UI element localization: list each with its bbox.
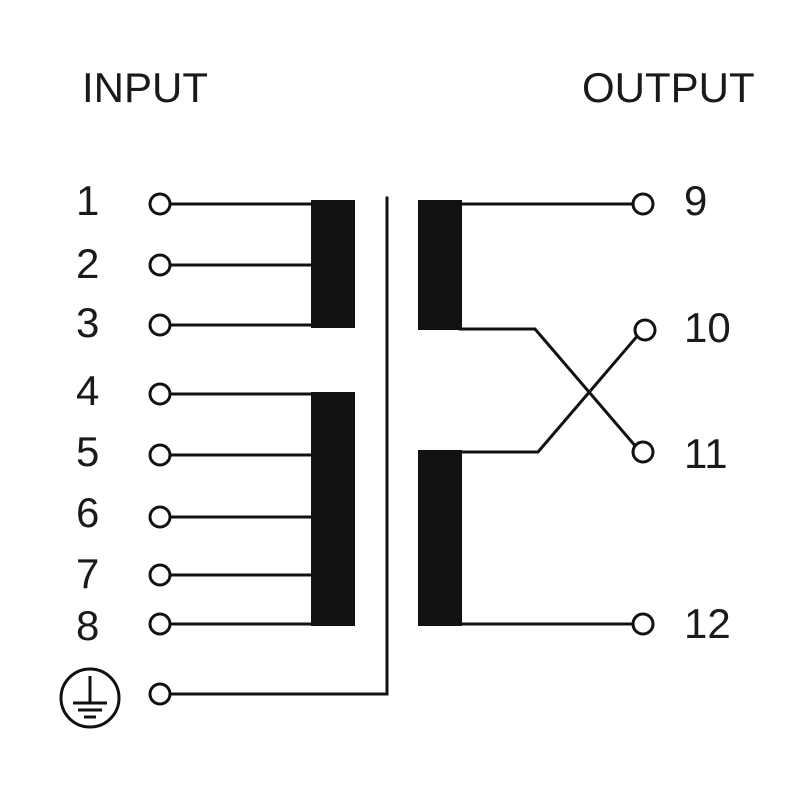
output-terminal-10	[633, 318, 657, 342]
input-terminal-2	[148, 253, 172, 277]
input-label: INPUT	[82, 64, 208, 111]
output-pin-10-label: 10	[684, 304, 731, 351]
input-pin-1-label: 1	[76, 177, 99, 224]
secondary-winding-upper	[418, 200, 462, 330]
input-pin-5-label: 5	[76, 428, 99, 475]
output-wires	[458, 202, 642, 626]
input-terminal-8	[148, 612, 172, 636]
input-terminal-1	[148, 192, 172, 216]
output-terminal-11	[631, 440, 655, 464]
input-terminal-6	[148, 505, 172, 529]
output-terminal-12	[631, 612, 655, 636]
secondary-winding-lower	[418, 450, 462, 626]
input-terminals	[148, 192, 172, 706]
output-pin-9-label: 9	[684, 177, 707, 224]
input-pin-3-label: 3	[76, 299, 99, 346]
ground-terminal	[148, 682, 172, 706]
input-wires	[170, 196, 389, 696]
input-terminal-4	[148, 382, 172, 406]
primary-winding-upper	[311, 200, 355, 328]
input-terminal-5	[148, 443, 172, 467]
output-label: OUTPUT	[582, 64, 755, 111]
output-terminals	[631, 192, 657, 636]
input-terminal-7	[148, 563, 172, 587]
input-terminal-3	[148, 313, 172, 337]
protective-earth-icon	[59, 667, 121, 729]
output-pin-11-label: 11	[684, 430, 728, 477]
input-pin-6-label: 6	[76, 489, 99, 536]
input-pin-4-label: 4	[76, 367, 99, 414]
input-pin-7-label: 7	[76, 550, 99, 597]
output-terminal-9	[631, 192, 655, 216]
input-pin-2-label: 2	[76, 240, 99, 287]
input-pin-8-label: 8	[76, 602, 99, 649]
primary-winding-lower	[311, 392, 355, 626]
output-pin-12-label: 12	[684, 600, 731, 647]
